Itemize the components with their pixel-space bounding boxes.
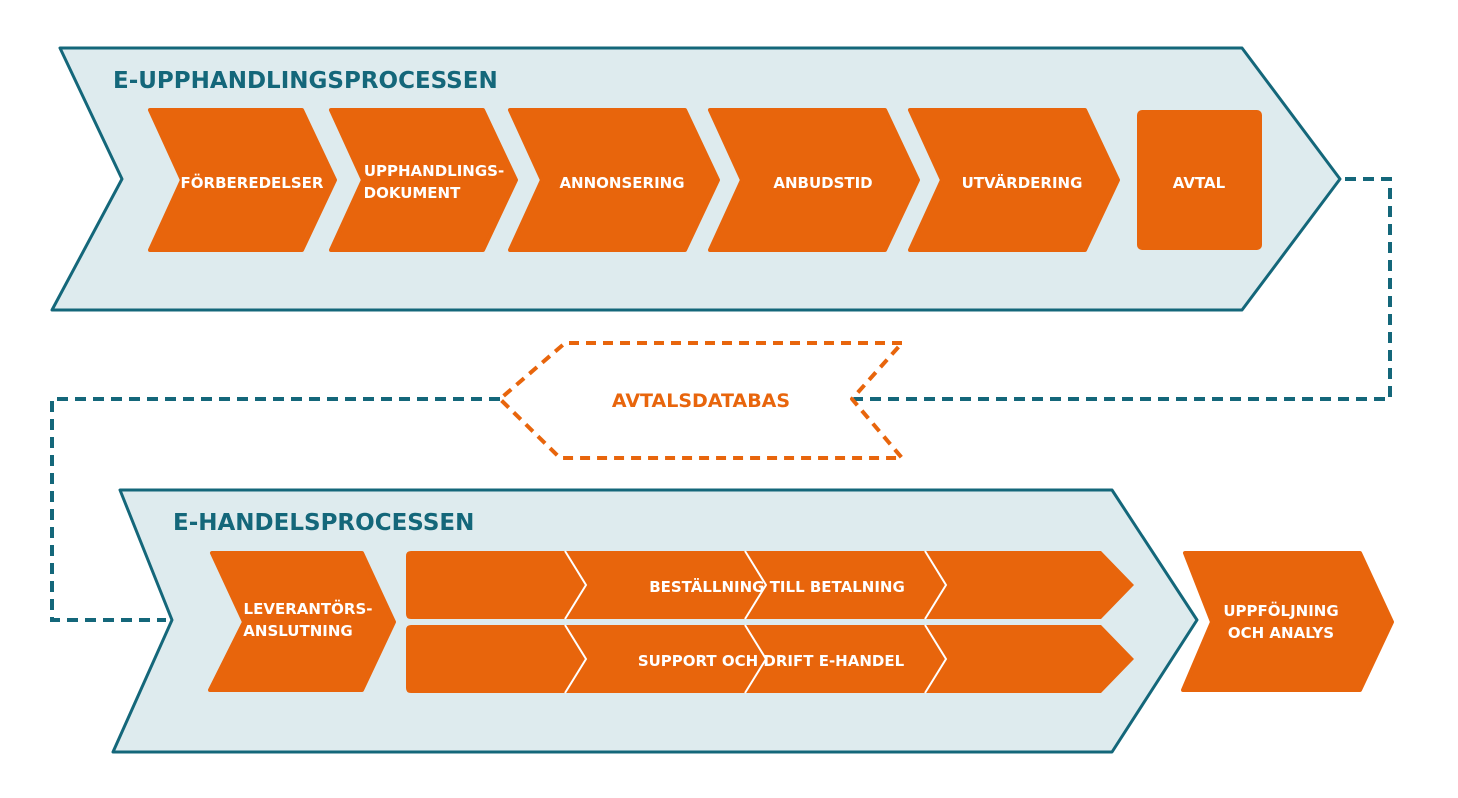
band-shape bbox=[406, 625, 1134, 693]
step-label-line2: OCH ANALYS bbox=[1228, 624, 1334, 642]
step-shape bbox=[1137, 110, 1262, 250]
step-shape bbox=[148, 108, 337, 252]
band-shape bbox=[406, 551, 1134, 619]
band-divider bbox=[924, 550, 948, 620]
avtalsdatabas-outline bbox=[498, 341, 904, 460]
band-divider bbox=[744, 624, 768, 694]
step-uppfoljning-och-analys: UPPFÖLJNING OCH ANALYS bbox=[1181, 551, 1394, 692]
step-label: UTVÄRDERING bbox=[962, 173, 1083, 192]
step-avtal: AVTAL bbox=[1137, 110, 1262, 250]
band-label: BESTÄLLNING TILL BETALNING bbox=[649, 577, 905, 596]
step-label: AVTAL bbox=[1173, 174, 1226, 192]
step-upphandlingsdokument: UPPHANDLINGS- DOKUMENT bbox=[329, 108, 518, 252]
band-divider bbox=[924, 624, 948, 694]
connector-upphandling-to-database bbox=[852, 177, 1392, 401]
band-divider bbox=[564, 624, 588, 694]
step-forberedelser: FÖRBEREDELSER bbox=[148, 108, 337, 252]
step-anbudstid: ANBUDSTID bbox=[708, 108, 920, 252]
step-leverantorsanslutning: LEVERANTÖRS- ANSLUTNING bbox=[208, 551, 396, 692]
handel-title: E-HANDELSPROCESSEN bbox=[173, 510, 474, 536]
band-support-och-drift: SUPPORT OCH DRIFT E-HANDEL bbox=[406, 624, 1134, 694]
step-label-line2: ANSLUTNING bbox=[243, 622, 352, 640]
upphandling-panel: E-UPPHANDLINGSPROCESSEN FÖRBEREDELSER UP… bbox=[50, 46, 1342, 312]
step-shape bbox=[708, 108, 920, 252]
step-utvardering: UTVÄRDERING bbox=[908, 108, 1120, 252]
step-shape bbox=[1181, 551, 1394, 692]
band-bestallning-till-betalning: BESTÄLLNING TILL BETALNING bbox=[406, 550, 1134, 620]
step-shape bbox=[208, 551, 396, 692]
avtalsdatabas-label: AVTALSDATABAS bbox=[612, 390, 790, 412]
step-label-line1: UPPFÖLJNING bbox=[1223, 601, 1338, 620]
step-shape bbox=[908, 108, 1120, 252]
step-label-line1: LEVERANTÖRS- bbox=[244, 599, 373, 618]
upphandling-title: E-UPPHANDLINGSPROCESSEN bbox=[113, 68, 498, 94]
step-shape bbox=[508, 108, 720, 252]
band-divider bbox=[564, 550, 588, 620]
step-label-line2: DOKUMENT bbox=[364, 184, 461, 202]
avtalsdatabas: AVTALSDATABAS bbox=[498, 341, 904, 460]
connector-database-to-handel bbox=[50, 397, 500, 622]
step-label-line1: UPPHANDLINGS- bbox=[364, 162, 504, 180]
handel-panel: E-HANDELSPROCESSEN LEVERANTÖRS- ANSLUTNI… bbox=[111, 488, 1199, 754]
step-annonsering: ANNONSERING bbox=[508, 108, 720, 252]
step-label: ANBUDSTID bbox=[773, 174, 872, 192]
step-label: ANNONSERING bbox=[559, 174, 684, 192]
band-divider bbox=[744, 550, 768, 620]
step-label: FÖRBEREDELSER bbox=[181, 173, 324, 192]
step-shape bbox=[329, 108, 518, 252]
band-label: SUPPORT OCH DRIFT E-HANDEL bbox=[638, 652, 905, 670]
